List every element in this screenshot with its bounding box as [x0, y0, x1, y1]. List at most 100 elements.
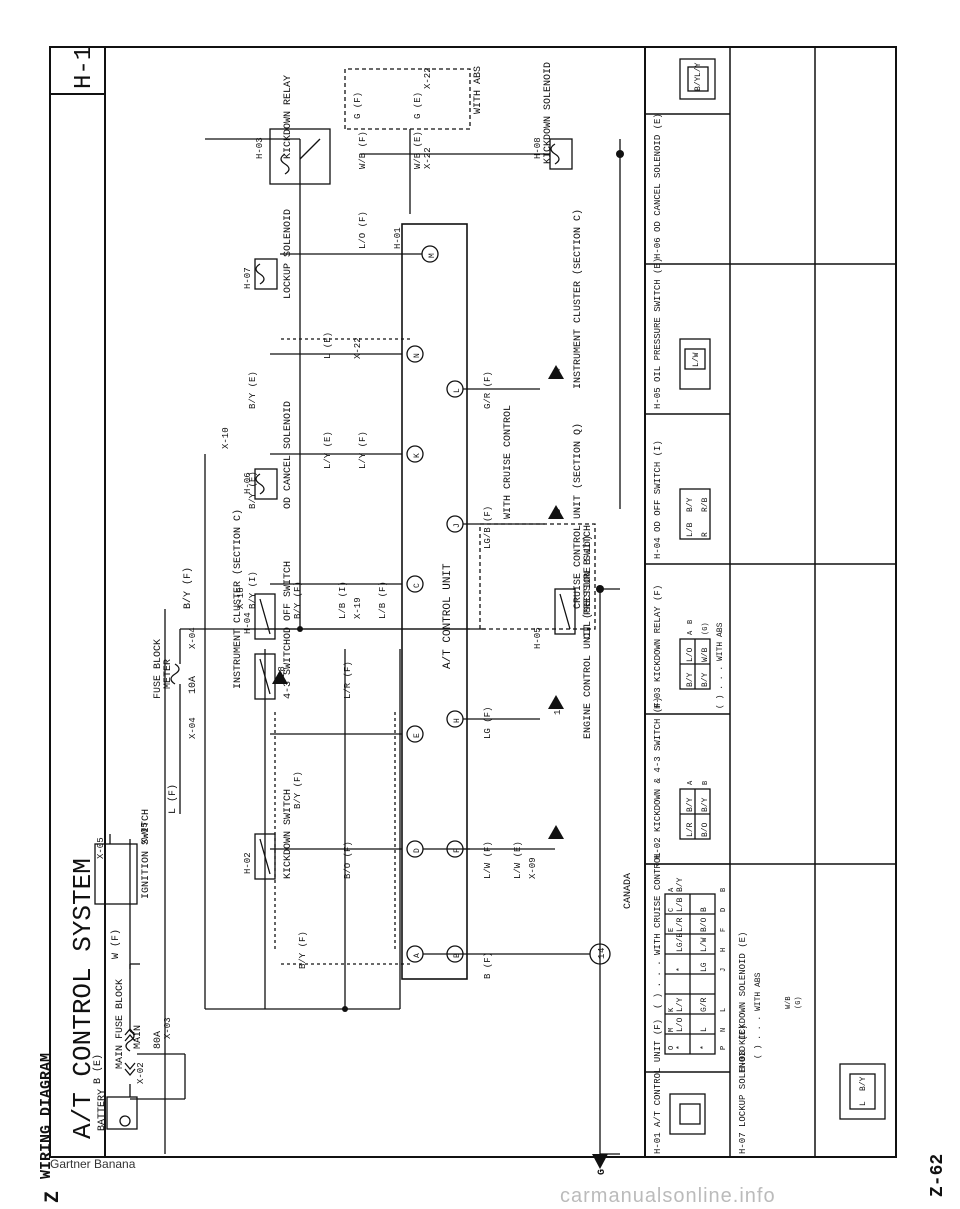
watermark-text: Gartner Banana: [50, 1157, 136, 1171]
ref-49: 49: [553, 508, 563, 519]
main-fuse-label: MAIN: [133, 1025, 144, 1049]
harness-h03: H-03: [255, 137, 265, 159]
legend-h01-cell-0: *: [676, 1045, 685, 1050]
pin-c: C: [413, 583, 422, 588]
harness-h02: H-02: [243, 852, 253, 874]
section-letter: Z: [42, 1191, 65, 1203]
legend-h04-cell-1: B/Y: [686, 497, 695, 512]
legend-h01-top-2: K: [668, 1007, 676, 1012]
legend-h01-cell-2: L/Y: [676, 997, 685, 1012]
legend-h04-cell-0: L/B: [686, 522, 695, 537]
wire-bo-f: B/O (F): [343, 841, 353, 879]
conn-x04-b: X-04: [188, 627, 198, 649]
with-cruise-label: WITH CRUISE CONTROL: [503, 405, 514, 519]
harness-h08: H-08: [533, 137, 543, 159]
wire-g-e: G (E): [413, 92, 423, 119]
legend-h03-cell-0: B/Y: [686, 672, 695, 687]
wire-by-e-a: B/Y (E): [248, 471, 258, 509]
main-fuse-block-label: MAIN FUSE BLOCK: [115, 979, 126, 1069]
header-heading: WIRING DIAGRAM: [38, 1053, 55, 1179]
legend-h01-bot-8: B: [720, 888, 728, 892]
conn-x03: X-03: [163, 1017, 173, 1039]
wire-by-f-c: B/Y (F): [293, 771, 303, 809]
wire-wb-e: W/B (E): [413, 131, 423, 169]
conn-x22-b: X-22: [423, 147, 433, 169]
pin-l: L: [453, 388, 462, 393]
conn-x05-a: X-05: [96, 837, 106, 859]
legend-h01-cell-4: *: [676, 967, 685, 972]
page-title: A/T CONTROL SYSTEM: [68, 858, 98, 1139]
legend-h06-title: H-06 OD CANCEL SOLENOID (E): [653, 113, 663, 259]
legend-h02-letter-a: A: [687, 780, 695, 785]
wire-by-e-b: B/Y (E): [248, 371, 258, 409]
legend-h04-cell-3: R/B: [701, 497, 710, 512]
legend-h07-cell-1: B/Y: [859, 1076, 868, 1091]
legend-h05-title: H-05 OIL PRESSURE SWITCH (E): [653, 258, 663, 409]
legend-h03-letter-a: A: [687, 630, 695, 635]
instrument-cluster-label-b: INSTRUMENT CLUSTER (SECTION C): [572, 209, 584, 389]
page-code: H-1: [71, 46, 98, 89]
wire-by-i: B/Y (I): [248, 571, 258, 609]
pin-b: B: [453, 953, 462, 958]
legend-h01-bot-7: D: [720, 908, 728, 912]
kickdown-relay-label: KICKDOWN RELAY: [283, 75, 294, 159]
oil-pressure-switch-label: OIL PRESSURE SWITCH: [583, 525, 594, 639]
legend-h03-cell-3: W/B: [701, 647, 710, 662]
conn-x10: X-10: [221, 427, 231, 449]
ground-label: G: [597, 1169, 608, 1175]
legend-h01-bot-0: P: [720, 1046, 728, 1050]
legend-h04-cell-2: R: [701, 532, 710, 537]
legend-h03-note: ( ) . . . WITH ABS: [716, 622, 725, 709]
legend-h07-cell-0: L: [859, 1101, 868, 1106]
kickdown-switch-label: KICKDOWN SWITCH: [283, 789, 294, 879]
legend-h01-top-0: O: [668, 1046, 676, 1050]
wire-lg-f: LG (F): [483, 707, 493, 739]
harness-h05: H-05: [533, 627, 543, 649]
legend-h01-top-1: M: [668, 1028, 676, 1032]
harness-h01: H-01: [393, 227, 403, 249]
conn-x05-b: X-05: [140, 822, 150, 844]
wire-lo-f: L/O (F): [358, 211, 368, 249]
battery-label: BATTERY: [97, 1089, 108, 1131]
legend-h01-row2-7: B: [700, 907, 709, 912]
legend-h01-bot-1: N: [720, 1028, 728, 1032]
od-off-switch-label: OD OFF SWITCH: [283, 561, 294, 639]
wire-gr-f: G/R (F): [483, 371, 493, 409]
conn-x18: X-18: [236, 587, 246, 609]
legend-h01-top-8: A: [668, 887, 676, 892]
pin-e: E: [413, 733, 422, 738]
wire-b-f: B (F): [483, 952, 493, 979]
wire-lgb-f: LG/B (F): [483, 506, 493, 549]
ecu-label: ENGINE CONTROL UNIT (SECTION B-1b): [582, 535, 594, 739]
legend-h01-row2-6: B/O: [700, 917, 709, 932]
instrument-cluster-label-a: INSTRUMENT CLUSTER (SECTION C): [232, 509, 244, 689]
legend-h01-cell-6: L/R: [676, 917, 685, 932]
ignition-switch-label: IGNITION SWITCH: [141, 809, 152, 899]
wire-ly-e: L/Y (E): [323, 431, 333, 469]
lockup-solenoid-label: LOCKUP SOLENOID: [283, 209, 294, 299]
legend-h01-row2-2: G/R: [700, 997, 709, 1012]
legend-h02-cell-2: B/O: [701, 822, 710, 837]
pin-k: K: [413, 453, 422, 458]
legend-h08-sub: (G): [795, 996, 803, 1009]
legend-h01-cell-8: B/Y: [676, 877, 685, 892]
legend-h07-title: H-07 LOCKUP SOLENOID (E): [738, 1024, 748, 1154]
conn-x22-a: X-22: [353, 337, 363, 359]
legend-h01-row2-0: *: [700, 1045, 709, 1050]
l-f-wire-label: L (F): [167, 784, 179, 814]
meter-fuse-label: METER: [163, 659, 174, 689]
legend-h03-title: H-03 KICKDOWN RELAY (F): [653, 585, 663, 709]
legend-h01-row2-4: LG: [700, 962, 709, 972]
wire-lb-f: L/B (F): [378, 581, 388, 619]
conn-x22-c: X-22: [423, 67, 433, 89]
switch-43-label: 4-3 SWITCH: [283, 639, 294, 699]
legend-h01-bot-5: H: [720, 948, 728, 952]
legend-h03-letter-b: B: [687, 620, 695, 624]
legend-h08-note: ( ) . . . WITH ABS: [754, 972, 763, 1059]
wire-g-f: G (F): [353, 92, 363, 119]
ref-1: 1: [597, 954, 607, 959]
legend-h02-title: H-02 KICKDOWN & 4-3 SWITCH (F): [653, 697, 663, 859]
legend-h08-title: H-08 KICKDOWN SOLENOID (E): [738, 932, 748, 1072]
legend-h01-title: H-01 A/T CONTROL UNIT (F): [653, 1019, 663, 1154]
legend-h06-cell-0: B/Y: [694, 76, 703, 91]
